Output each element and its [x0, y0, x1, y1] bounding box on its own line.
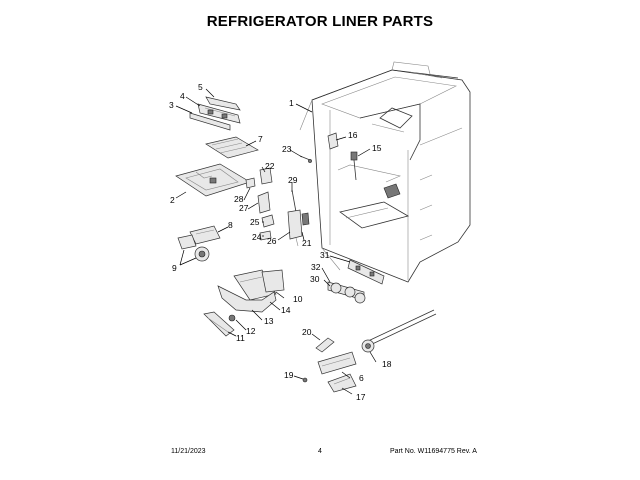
callout-25: 25 — [250, 217, 260, 227]
callout-29: 29 — [288, 175, 298, 185]
callout-32: 32 — [311, 262, 321, 272]
footer-part-number: Part No. W11694775 Rev. A — [390, 448, 477, 455]
callout-12: 12 — [246, 326, 256, 336]
leader-lines — [175, 88, 377, 395]
callout-21: 21 — [302, 238, 312, 248]
cover-assembly — [175, 136, 259, 197]
callout-26: 26 — [267, 236, 277, 246]
footer-date: 11/21/2023 — [171, 448, 206, 455]
callout-22: 22 — [265, 161, 275, 171]
control-housing-parts — [189, 96, 241, 131]
bracket-parts — [327, 132, 358, 181]
callout-23: 23 — [282, 144, 292, 154]
rod-assembly — [361, 309, 437, 353]
callout-3: 3 — [169, 100, 174, 110]
callout-28: 28 — [234, 194, 244, 204]
bottom-parts — [302, 337, 357, 393]
callout-18: 18 — [382, 359, 392, 369]
callout-9: 9 — [172, 263, 177, 273]
callout-27: 27 — [239, 203, 249, 213]
hinge-parts — [177, 225, 221, 262]
callout-13: 13 — [264, 316, 274, 326]
refrigerator-liner — [299, 61, 471, 283]
callout-14: 14 — [281, 305, 291, 315]
callout-10: 10 — [293, 294, 303, 304]
callout-20: 20 — [302, 327, 312, 337]
callout-31: 31 — [320, 250, 330, 260]
callout-4: 4 — [180, 91, 185, 101]
callout-5: 5 — [198, 82, 203, 92]
callout-7: 7 — [258, 134, 263, 144]
callout-30: 30 — [310, 274, 320, 284]
callout-24: 24 — [252, 232, 262, 242]
callout-19: 19 — [284, 370, 294, 380]
sensor-parts — [245, 167, 275, 241]
duct-parts — [287, 189, 310, 247]
callout-16: 16 — [348, 130, 358, 140]
callout-labels: 1 2 3 4 5 6 7 8 9 10 11 12 13 14 15 16 1… — [169, 82, 392, 402]
callout-6: 6 — [359, 373, 364, 383]
footer-page-number: 4 — [318, 448, 322, 455]
crisper-parts — [203, 269, 285, 337]
callout-17: 17 — [356, 392, 366, 402]
callout-8: 8 — [228, 220, 233, 230]
callout-11: 11 — [236, 333, 245, 343]
damper-parts — [327, 259, 385, 304]
callout-1: 1 — [289, 98, 294, 108]
page-title: REFRIGERATOR LINER PARTS — [206, 13, 434, 30]
callout-15: 15 — [372, 143, 382, 153]
callout-2: 2 — [170, 195, 175, 205]
